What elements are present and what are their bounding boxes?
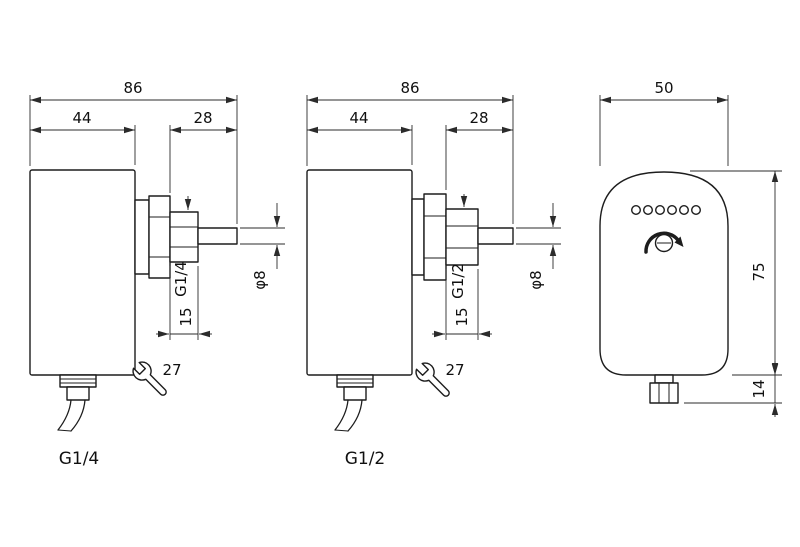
caption-g14: G1/4 — [59, 449, 100, 469]
dimensions-g14: 86 44 28 G1/4 15 φ8 27 — [29, 79, 285, 379]
dim-thread-length-g14: 15 — [177, 307, 195, 326]
hex-flange — [423, 193, 447, 281]
collar — [134, 199, 150, 275]
wrench-icon — [415, 362, 450, 397]
switch-housing — [29, 169, 136, 376]
adjustment-dial-icon — [644, 231, 684, 254]
collar — [411, 198, 425, 276]
cable-gland-g12 — [334, 374, 374, 432]
wrench-size-g12: 27 — [445, 361, 464, 379]
hex-nut — [445, 208, 479, 266]
caption-g12: G1/2 — [345, 449, 386, 469]
probe-tube — [477, 227, 514, 245]
dim-tube-dia-g14: φ8 — [251, 270, 269, 289]
cable — [57, 399, 72, 431]
dim-base-front: 14 — [750, 379, 768, 398]
rotation-arrow-icon — [644, 231, 680, 254]
wrench-icon — [132, 361, 167, 396]
dim-overall-g14: 86 — [123, 79, 142, 97]
dim-thread-g12: G1/2 — [449, 263, 467, 299]
wrench-size-g14: 27 — [162, 361, 181, 379]
hex-flange — [148, 195, 171, 279]
view-side-g12: 86 44 28 G1/2 15 φ8 27 G1/2 — [306, 79, 561, 469]
dim-body-g12: 44 — [349, 109, 368, 127]
led-indicators — [631, 204, 702, 215]
dim-overall-g12: 86 — [400, 79, 419, 97]
dim-fitting-g12: 28 — [469, 109, 488, 127]
dimensions-front: 50 75 14 — [599, 79, 782, 417]
device-body-g12 — [306, 169, 514, 376]
cable — [334, 399, 349, 431]
dim-fitting-g14: 28 — [193, 109, 212, 127]
dim-thread-length-g12: 15 — [453, 307, 471, 326]
dim-height-front: 75 — [750, 262, 768, 281]
cable-gland-g14 — [57, 374, 97, 432]
hex-nut — [169, 211, 199, 263]
dim-thread-g14: G1/4 — [172, 261, 190, 297]
dim-tube-dia-g12: φ8 — [527, 270, 545, 289]
view-side-g14: 86 44 28 G1/4 15 φ8 27 G1/4 — [29, 79, 285, 469]
switch-housing — [306, 169, 413, 376]
view-front: 50 75 14 — [599, 79, 782, 417]
dim-width-front: 50 — [654, 79, 673, 97]
bottom-fitting-front — [649, 374, 679, 404]
device-body-g14 — [29, 169, 238, 376]
probe-tube — [197, 227, 238, 245]
dim-body-g14: 44 — [72, 109, 91, 127]
dimensions-g12: 86 44 28 G1/2 15 φ8 27 — [306, 79, 561, 379]
front-housing — [599, 171, 729, 376]
